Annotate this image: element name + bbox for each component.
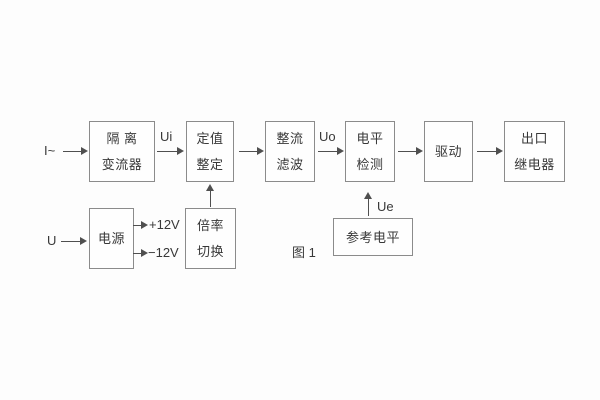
figure-caption: 图 1 <box>292 245 316 260</box>
label-input-current: I~ <box>44 143 56 158</box>
block-rectifier-filter: 整流 滤波 <box>265 121 315 182</box>
block-output-relay-line2: 继电器 <box>514 157 555 172</box>
block-rectifier-filter-line1: 整流 <box>276 131 304 146</box>
block-level-detection-line2: 检测 <box>356 157 384 172</box>
arrow-right-icon <box>477 147 503 155</box>
block-output-relay-line1: 出口 <box>520 131 548 146</box>
block-rectifier-filter-line2: 滤波 <box>276 157 304 172</box>
arrow-right-icon <box>133 249 148 257</box>
block-drive: 驱动 <box>424 121 473 182</box>
arrow-right-icon <box>157 147 184 155</box>
block-output-relay: 出口 继电器 <box>504 121 565 182</box>
arrow-right-icon <box>398 147 423 155</box>
arrow-right-icon <box>318 147 344 155</box>
block-setting-adjustment-line2: 整定 <box>196 157 224 172</box>
arrow-right-icon <box>239 147 264 155</box>
label-minus-12v: −12V <box>148 245 179 260</box>
label-input-voltage: U <box>47 233 57 248</box>
block-drive-label: 驱动 <box>434 144 462 159</box>
block-isolation-transformer-line2: 变流器 <box>101 157 143 172</box>
block-ratio-switch-line1: 倍率 <box>196 218 224 233</box>
arrow-right-icon <box>63 147 88 155</box>
block-level-detection-line1: 电平 <box>356 131 384 146</box>
label-ui: Ui <box>160 129 173 144</box>
block-level-detection: 电平 检测 <box>345 121 395 182</box>
block-reference-level-label: 参考电平 <box>345 229 400 245</box>
block-ratio-switch: 倍率 切换 <box>185 208 236 269</box>
label-ue: Ue <box>377 199 394 214</box>
arrow-up-icon <box>206 184 214 207</box>
block-isolation-transformer-line1: 隔 离 <box>106 131 138 146</box>
label-plus-12v: +12V <box>149 217 180 232</box>
block-power-supply-label: 电源 <box>97 231 125 246</box>
block-setting-adjustment: 定值 整定 <box>186 121 234 182</box>
block-power-supply: 电源 <box>89 208 134 269</box>
block-isolation-transformer: 隔 离 变流器 <box>89 121 155 182</box>
label-uo: Uo <box>319 129 336 144</box>
block-ratio-switch-line2: 切换 <box>196 244 224 259</box>
arrow-up-icon <box>364 192 372 216</box>
arrow-right-icon <box>133 221 148 229</box>
block-reference-level: 参考电平 <box>333 218 413 256</box>
arrow-right-icon <box>61 237 87 245</box>
block-setting-adjustment-line1: 定值 <box>196 131 224 146</box>
